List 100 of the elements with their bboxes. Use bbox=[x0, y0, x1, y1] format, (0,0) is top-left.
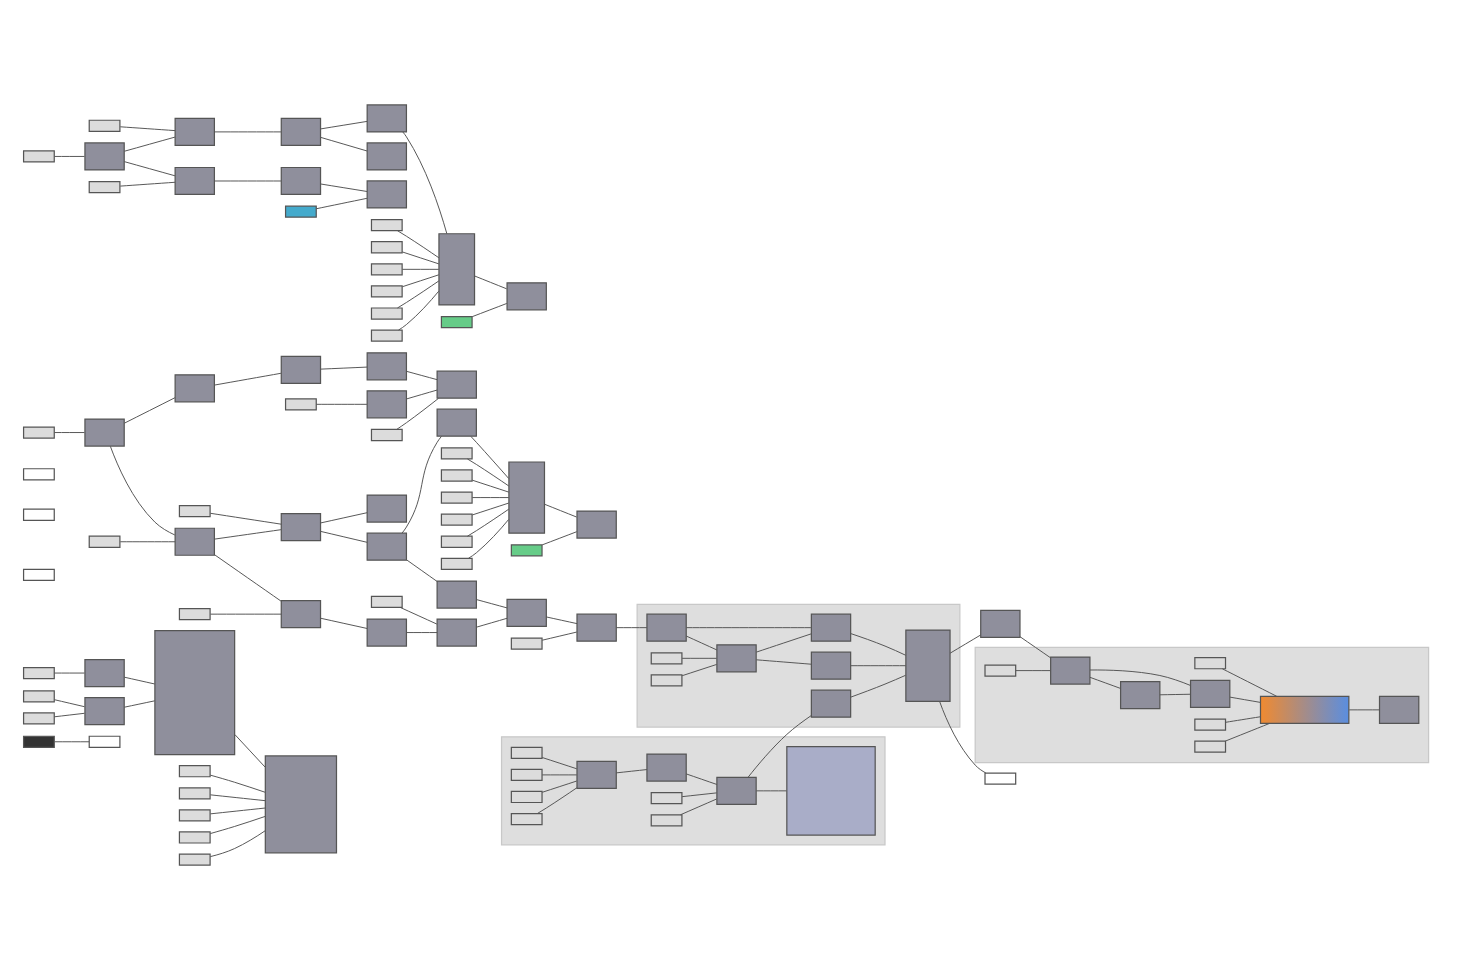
node-box bbox=[21, 468, 54, 481]
connector bbox=[401, 131, 447, 235]
connector bbox=[319, 120, 367, 130]
cluster bbox=[635, 603, 960, 728]
connector bbox=[849, 674, 906, 698]
node-box bbox=[439, 447, 472, 460]
connector bbox=[319, 512, 367, 524]
node-box bbox=[83, 658, 124, 688]
node-box bbox=[87, 535, 120, 548]
connector bbox=[405, 559, 437, 582]
node-box bbox=[904, 629, 950, 702]
connector bbox=[1158, 693, 1190, 696]
connector bbox=[213, 180, 281, 182]
node-box bbox=[279, 166, 321, 196]
connector bbox=[948, 634, 980, 654]
node-box bbox=[649, 792, 682, 805]
connector bbox=[395, 280, 439, 309]
node-box bbox=[365, 142, 407, 171]
node-box bbox=[509, 812, 542, 826]
node-box bbox=[439, 469, 472, 482]
connector bbox=[319, 136, 367, 152]
node-box bbox=[715, 776, 756, 805]
connector bbox=[400, 268, 439, 270]
connector bbox=[754, 633, 811, 653]
node-box bbox=[177, 831, 210, 844]
node-box bbox=[1377, 695, 1419, 724]
connector bbox=[319, 183, 367, 192]
connector bbox=[122, 161, 175, 177]
node-box bbox=[283, 398, 316, 411]
node-box bbox=[507, 461, 545, 534]
connector bbox=[400, 435, 441, 534]
connector bbox=[122, 136, 175, 152]
node-box bbox=[365, 180, 407, 209]
connector bbox=[1347, 709, 1379, 711]
connector bbox=[53, 712, 84, 718]
connector bbox=[213, 131, 281, 133]
node-box bbox=[21, 666, 54, 680]
node-box bbox=[21, 568, 54, 582]
connector bbox=[540, 631, 577, 641]
connector bbox=[53, 432, 84, 434]
connector bbox=[1220, 668, 1277, 697]
connector bbox=[405, 632, 437, 634]
connector bbox=[208, 807, 265, 815]
connector bbox=[467, 518, 509, 559]
node-box bbox=[809, 689, 851, 718]
node-box bbox=[983, 664, 1016, 677]
connector bbox=[470, 302, 507, 318]
node-box bbox=[369, 285, 402, 298]
connector bbox=[213, 554, 281, 602]
connector bbox=[319, 366, 367, 370]
node-box bbox=[83, 142, 124, 171]
connector bbox=[1224, 716, 1260, 723]
connector bbox=[53, 699, 84, 708]
connector bbox=[474, 617, 507, 628]
node-box bbox=[509, 768, 542, 782]
cluster bbox=[973, 646, 1429, 764]
node-box bbox=[437, 233, 475, 306]
connector bbox=[540, 774, 577, 776]
connector bbox=[233, 734, 265, 768]
connector bbox=[465, 508, 509, 537]
node-box bbox=[177, 608, 210, 621]
connector bbox=[108, 445, 175, 536]
connector bbox=[849, 665, 906, 667]
connector bbox=[118, 126, 175, 132]
node-box bbox=[177, 504, 210, 518]
node-box bbox=[369, 241, 402, 254]
connector bbox=[1088, 676, 1121, 689]
node-box bbox=[177, 787, 210, 800]
node-box bbox=[1193, 740, 1226, 753]
node-box bbox=[1258, 695, 1349, 724]
node-box bbox=[365, 104, 407, 133]
connector bbox=[684, 773, 717, 785]
node-box bbox=[809, 613, 851, 642]
connector bbox=[465, 458, 509, 487]
node-box bbox=[173, 374, 214, 403]
connector bbox=[470, 502, 509, 516]
connector bbox=[405, 389, 437, 400]
connector bbox=[473, 275, 507, 290]
node-box bbox=[435, 408, 476, 437]
connector bbox=[122, 700, 155, 708]
node-box bbox=[279, 600, 321, 629]
node-box bbox=[365, 494, 407, 523]
connector bbox=[208, 816, 265, 835]
node-box bbox=[509, 790, 542, 804]
node-box bbox=[365, 390, 407, 419]
connector bbox=[535, 787, 577, 815]
node-box bbox=[509, 544, 542, 557]
node-box bbox=[575, 760, 616, 789]
node-box bbox=[983, 772, 1016, 785]
node-box bbox=[1193, 718, 1226, 731]
connector bbox=[397, 290, 439, 331]
node-box bbox=[87, 735, 120, 748]
node-box bbox=[1119, 681, 1160, 710]
connector bbox=[53, 672, 84, 674]
connector bbox=[474, 599, 507, 609]
connector bbox=[122, 397, 175, 424]
node-box bbox=[87, 119, 120, 132]
node-box bbox=[153, 630, 235, 756]
connector bbox=[470, 497, 509, 499]
node-box bbox=[369, 219, 402, 232]
